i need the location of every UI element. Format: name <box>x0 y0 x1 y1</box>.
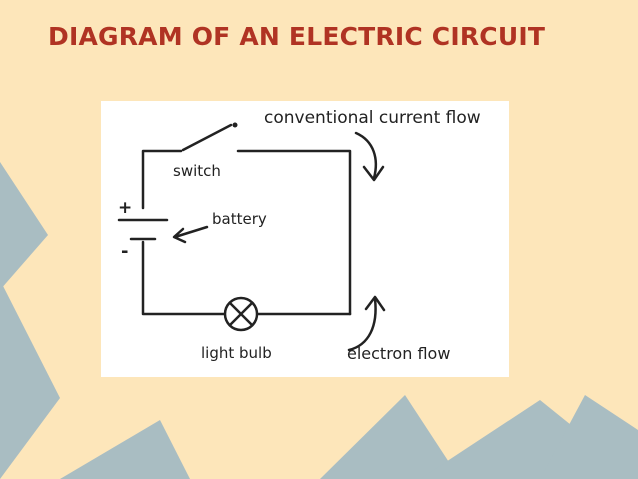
circuit-diagram: conventional current flow switch battery… <box>101 101 509 377</box>
switch-contact <box>232 122 238 128</box>
wire-top-right <box>236 149 352 316</box>
switch-label: switch <box>173 162 221 180</box>
right-triangle <box>540 395 638 479</box>
light-bulb-cross-b <box>228 301 254 327</box>
slide-title: DIAGRAM OF AN ELECTRIC CIRCUIT <box>48 22 546 51</box>
battery-pointer-head <box>172 227 187 244</box>
battery-pointer <box>173 225 209 239</box>
light-bulb-symbol <box>223 296 259 332</box>
conventional-current-flow-label: conventional current flow <box>264 108 481 128</box>
switch-lever <box>181 123 233 152</box>
battery-minus-sign: - <box>121 241 129 262</box>
electron-flow-label: electron flow <box>347 344 451 363</box>
wire-bottom-left <box>141 240 226 316</box>
wire-top-left <box>141 149 183 210</box>
battery-plus-sign: + <box>118 198 133 218</box>
electron-flow-arrowhead <box>364 295 386 312</box>
conventional-current-arrow <box>354 131 378 180</box>
left-triangle-top <box>0 162 48 290</box>
left-triangle-bottom <box>0 280 60 479</box>
electron-flow-arrow <box>347 297 377 352</box>
light-bulb-label: light bulb <box>201 344 272 362</box>
bottom-triangle-left <box>60 420 190 479</box>
bottom-triangle-middle <box>320 395 460 479</box>
conventional-current-arrowhead <box>362 165 385 182</box>
circuit-drawing <box>117 122 386 352</box>
battery-label: battery <box>212 210 267 228</box>
